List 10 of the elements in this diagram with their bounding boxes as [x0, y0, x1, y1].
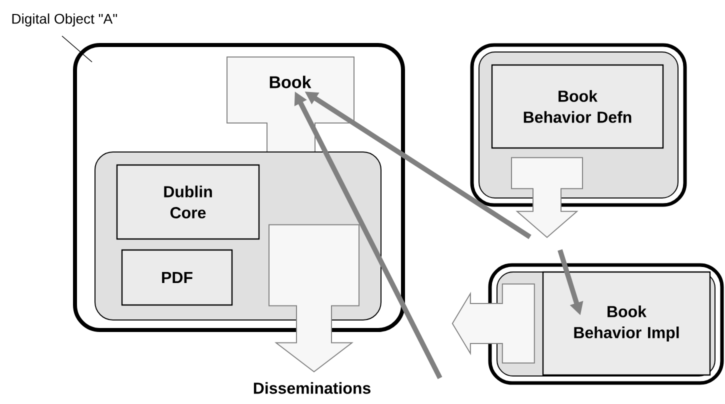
text-box: Book Behavior Impl	[542, 271, 711, 376]
text-box: Book Behavior Defn	[491, 64, 664, 149]
arrow-caption: Disseminations	[254, 382, 370, 394]
frame-heading: Digital Object "A"	[12, 13, 117, 27]
tee-box: Book	[226, 56, 354, 152]
block-arrow	[268, 224, 360, 372]
block-arrow	[511, 157, 583, 238]
block-arrow	[452, 284, 535, 364]
text-box: PDF	[121, 249, 233, 306]
text-box: Dublin Core	[116, 164, 260, 240]
